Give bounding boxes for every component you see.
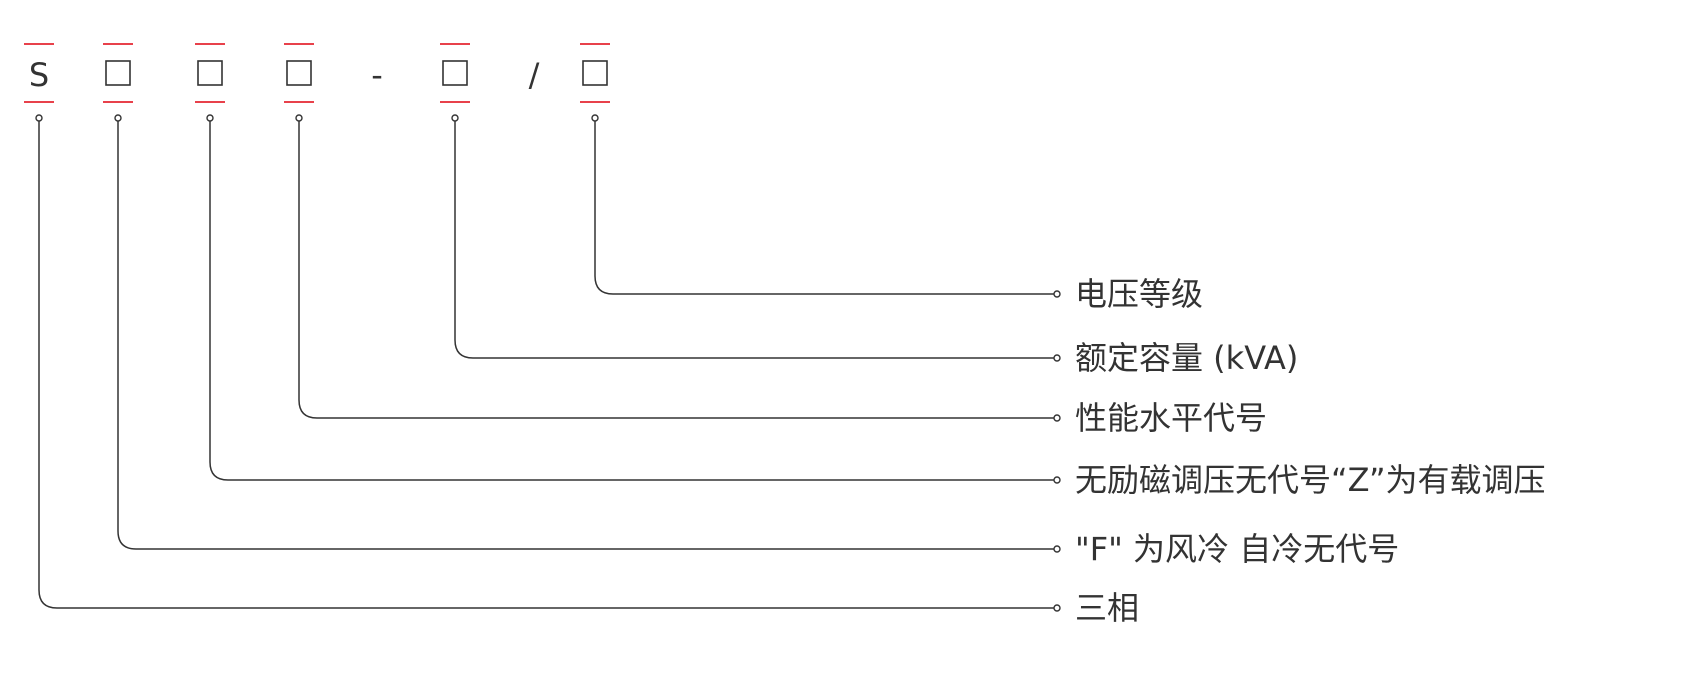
end-dot-performance-code: [1053, 414, 1061, 422]
leader-performance-code: [298, 121, 1054, 419]
code-letter-pos-s: S: [29, 56, 49, 94]
placeholder-box-pos-4: [286, 60, 312, 86]
leader-voltage-class: [594, 121, 1054, 295]
end-dot-voltage-class: [1053, 290, 1061, 298]
origin-dot-pos-5: [451, 114, 459, 122]
end-dot-phase: [1053, 604, 1061, 612]
label-rated-capacity: 额定容量 (kVA): [1075, 339, 1298, 377]
dash-separator: -: [371, 56, 383, 94]
leader-cooling: [117, 121, 1054, 550]
end-dot-tap-changer: [1053, 476, 1061, 484]
origin-dot-pos-s: [35, 114, 43, 122]
slash-separator: /: [529, 56, 540, 94]
code-symbols: S - /: [24, 43, 610, 122]
origin-dot-pos-3: [206, 114, 214, 122]
label-cooling: "F" 为风冷 自冷无代号: [1075, 530, 1399, 568]
end-dot-cooling: [1053, 545, 1061, 553]
placeholder-box-pos-2: [105, 60, 131, 86]
end-dot-rated-capacity: [1053, 354, 1061, 362]
placeholder-box-pos-5: [442, 60, 468, 86]
label-tap-changer: 无励磁调压无代号“Z”为有载调压: [1075, 461, 1546, 499]
leader-phase: [38, 121, 1054, 609]
placeholder-box-pos-6: [582, 60, 608, 86]
leader-tap-changer: [209, 121, 1054, 481]
origin-dot-pos-6: [591, 114, 599, 122]
placeholder-box-pos-3: [197, 60, 223, 86]
label-performance-code: 性能水平代号: [1075, 399, 1267, 437]
origin-dot-pos-4: [295, 114, 303, 122]
origin-dot-pos-2: [114, 114, 122, 122]
leader-rated-capacity: [454, 121, 1054, 359]
label-voltage-class: 电压等级: [1075, 275, 1203, 313]
label-phase: 三相: [1075, 589, 1139, 627]
leader-lines: [38, 121, 1061, 612]
